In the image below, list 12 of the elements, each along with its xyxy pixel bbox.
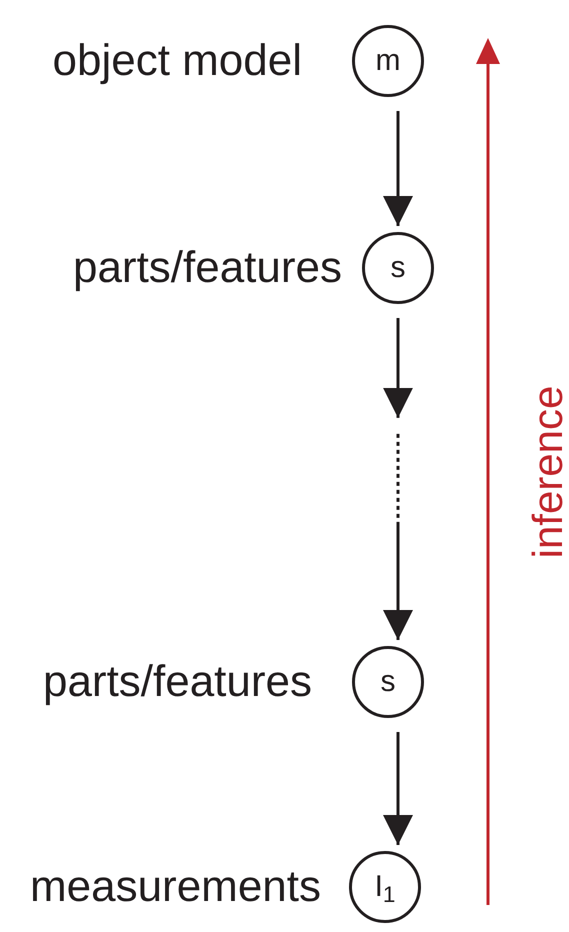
level-label: object model xyxy=(52,39,302,83)
node-symbol: s xyxy=(390,253,406,283)
axis-label: inference xyxy=(527,384,569,560)
level-label: measurements xyxy=(30,865,321,909)
node-symbol: I$_{1}$ xyxy=(374,872,396,902)
arrow xyxy=(383,318,413,640)
arrow xyxy=(383,111,413,226)
level-label: parts/features xyxy=(72,246,342,290)
node-symbol: m xyxy=(376,46,400,76)
level-label: parts/features xyxy=(42,660,312,704)
arrow xyxy=(383,732,413,845)
node-symbol: s xyxy=(380,667,396,697)
